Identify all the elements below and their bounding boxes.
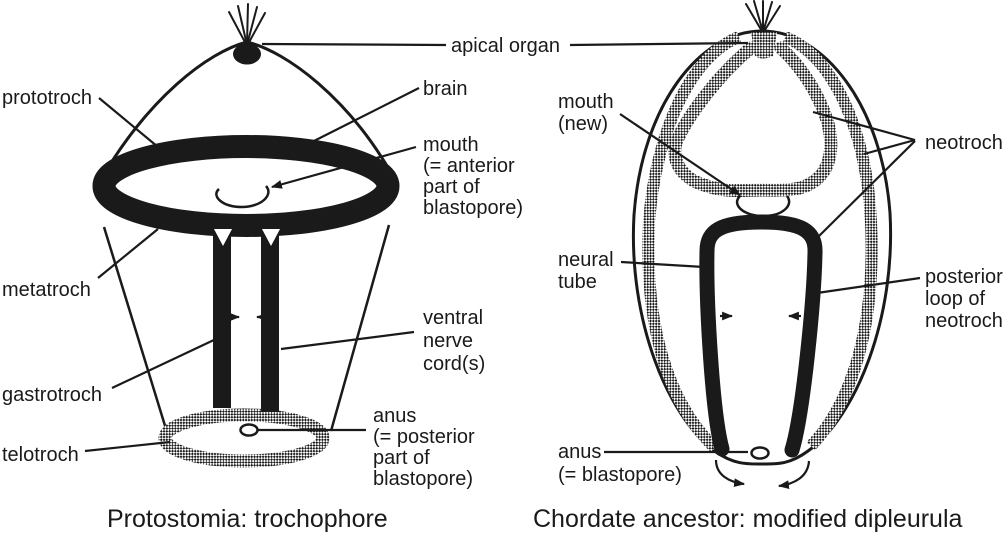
apical-tuft <box>745 0 781 34</box>
label-mouth-blastopore: mouth (= anterior part of blastopore) <box>423 134 523 219</box>
neotroch-band-left <box>642 31 742 453</box>
body-side-left <box>102 226 168 430</box>
cord-notch-left <box>214 229 232 246</box>
trochophore-figure <box>92 3 400 468</box>
svg-text:blastopore): blastopore) <box>373 468 473 490</box>
svg-text:part of: part of <box>373 447 430 469</box>
dipleurula-figure <box>631 0 893 490</box>
leader-posterior-loop <box>816 276 921 295</box>
trochophore-body-outline <box>98 40 392 182</box>
label-gastrotroch: gastrotroch <box>2 384 102 406</box>
leader-mouth-new <box>619 113 741 196</box>
neotroch-band-right <box>782 31 878 451</box>
svg-text:mouth: mouth <box>423 134 479 156</box>
mouth-new-opening <box>735 195 791 218</box>
caption-dipleurula: Chordate ancestor: modified dipleurula <box>533 505 963 533</box>
leader-gastrotroch <box>111 338 217 389</box>
mouth-opening <box>215 185 270 209</box>
leader-neotroch-3 <box>816 140 916 239</box>
leader-mouth-left <box>270 145 417 189</box>
leader-prototroch <box>98 97 159 148</box>
leader-neotroch-2 <box>863 138 916 156</box>
anus-opening <box>239 423 259 437</box>
leader-lines <box>84 41 921 454</box>
svg-text:cord(s): cord(s) <box>423 353 485 375</box>
label-prototroch: prototroch <box>2 87 92 109</box>
apical-tuft <box>228 3 266 47</box>
apical-organ-dot <box>233 43 261 65</box>
leader-brain <box>309 87 420 144</box>
label-neural-tube: neural tube <box>558 249 614 293</box>
svg-text:(new): (new) <box>558 113 608 135</box>
ventral-nerve-cord-right <box>261 224 279 412</box>
leader-metatroch <box>97 228 159 279</box>
svg-text:anus: anus <box>558 441 601 463</box>
label-brain: brain <box>423 78 467 100</box>
label-ventral-nerve-cords: ventral nerve cord(s) <box>423 307 485 375</box>
label-mouth-new: mouth (new) <box>558 91 614 135</box>
telotroch-band <box>158 408 330 468</box>
curved-arrow-right <box>777 460 811 490</box>
body-side-right <box>329 224 391 432</box>
leader-apical-organ-left <box>261 42 447 47</box>
label-telotroch: telotroch <box>2 444 79 466</box>
svg-text:blastopore): blastopore) <box>423 197 523 219</box>
label-posterior-loop: posterior loop of neotroch <box>925 266 1003 332</box>
leader-apical-organ-right <box>569 41 749 47</box>
svg-text:anus: anus <box>373 405 416 427</box>
ventral-nerve-cord-left <box>213 224 231 408</box>
svg-text:(= anterior: (= anterior <box>423 155 515 177</box>
svg-text:(= blastopore): (= blastopore) <box>558 464 682 486</box>
svg-text:posterior: posterior <box>925 266 1003 288</box>
dipleurula-body-outline <box>631 29 893 466</box>
prototroch-ring <box>92 135 400 237</box>
neural-tube <box>699 214 823 458</box>
label-metatroch: metatroch <box>2 279 91 301</box>
caption-trochophore: Protostomia: trochophore <box>107 505 388 533</box>
svg-text:neural: neural <box>558 249 614 271</box>
cord-notch-right <box>262 229 280 246</box>
svg-text:tube: tube <box>558 271 597 293</box>
labels: prototroch metatroch gastrotroch telotro… <box>2 35 1003 533</box>
leader-neural-tube <box>620 260 705 269</box>
anus-opening <box>750 446 770 460</box>
label-apical-organ: apical organ <box>451 35 560 57</box>
label-neotroch: neotroch <box>925 132 1003 154</box>
svg-text:ventral: ventral <box>423 307 483 329</box>
svg-text:loop of: loop of <box>925 288 985 310</box>
apical-organ-patch <box>751 32 777 59</box>
svg-text:part of: part of <box>423 176 480 198</box>
curved-arrow-left <box>714 459 746 488</box>
neotroch-anterior-loop <box>668 41 838 198</box>
label-anus-blastopore: anus (= blastopore) <box>558 441 682 486</box>
svg-text:(= posterior: (= posterior <box>373 426 475 448</box>
label-anus-posterior: anus (= posterior part of blastopore) <box>373 405 475 490</box>
leader-telotroch <box>84 440 171 453</box>
svg-text:nerve: nerve <box>423 330 473 352</box>
leader-ventral-nerve <box>280 330 415 351</box>
svg-text:neotroch: neotroch <box>925 310 1003 332</box>
leader-neotroch-1 <box>812 110 916 142</box>
svg-text:mouth: mouth <box>558 91 614 113</box>
